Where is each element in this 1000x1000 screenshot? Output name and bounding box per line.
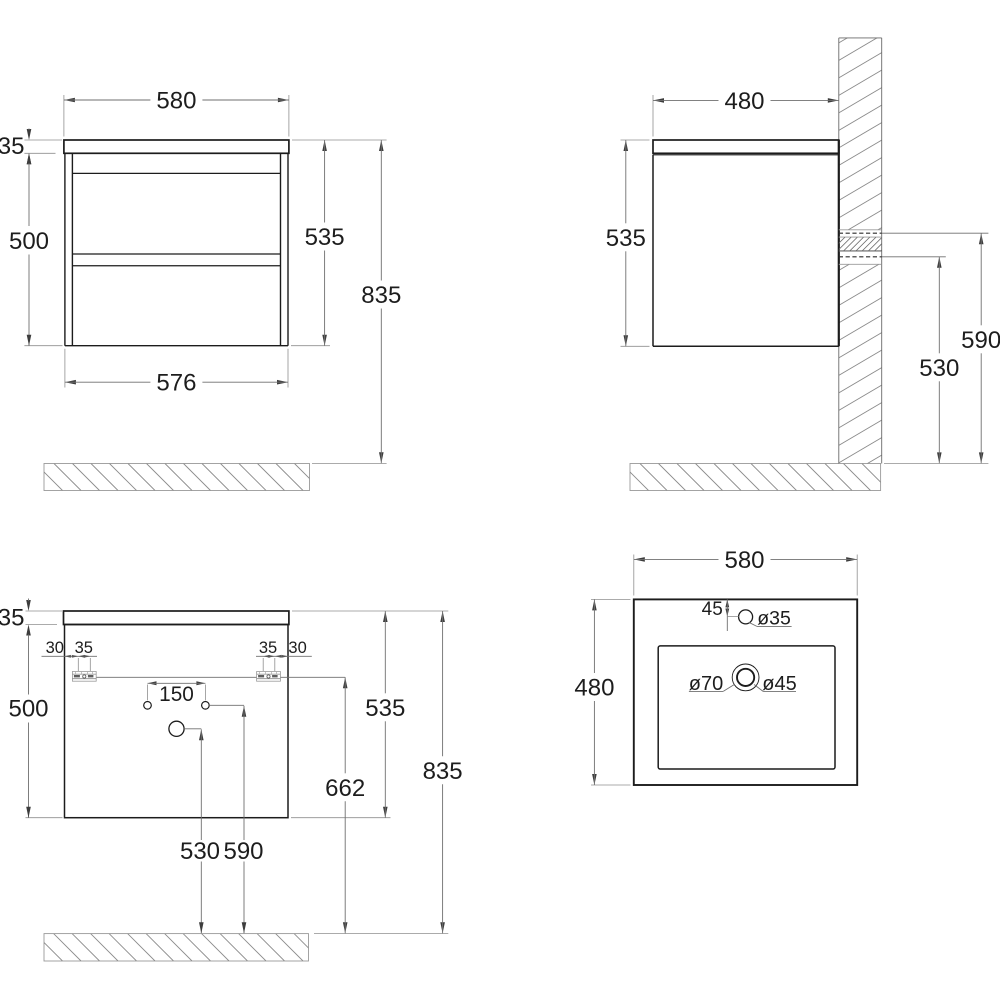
svg-text:500: 500 [9,228,49,255]
svg-text:ø35: ø35 [757,608,791,630]
svg-text:45: 45 [702,599,723,620]
svg-text:580: 580 [724,547,764,574]
svg-text:480: 480 [724,88,764,115]
svg-text:35: 35 [75,639,93,657]
svg-text:576: 576 [156,370,196,397]
svg-text:480: 480 [574,675,614,702]
svg-text:835: 835 [361,282,401,309]
svg-text:30: 30 [288,639,306,657]
svg-text:530: 530 [919,355,959,382]
svg-text:580: 580 [156,88,196,115]
svg-text:35: 35 [0,604,25,631]
svg-text:590: 590 [961,327,1000,354]
svg-text:ø45: ø45 [762,673,796,695]
svg-text:662: 662 [325,775,365,802]
svg-text:35: 35 [259,639,277,657]
svg-text:30: 30 [46,639,64,657]
svg-text:535: 535 [365,695,405,722]
svg-text:150: 150 [159,683,194,706]
svg-text:530: 530 [180,838,220,865]
svg-text:ø70: ø70 [689,673,723,695]
svg-text:35: 35 [0,133,25,160]
svg-text:500: 500 [8,696,48,723]
svg-text:590: 590 [223,838,263,865]
svg-text:535: 535 [305,224,345,251]
svg-text:835: 835 [423,758,463,785]
svg-text:535: 535 [606,225,646,252]
